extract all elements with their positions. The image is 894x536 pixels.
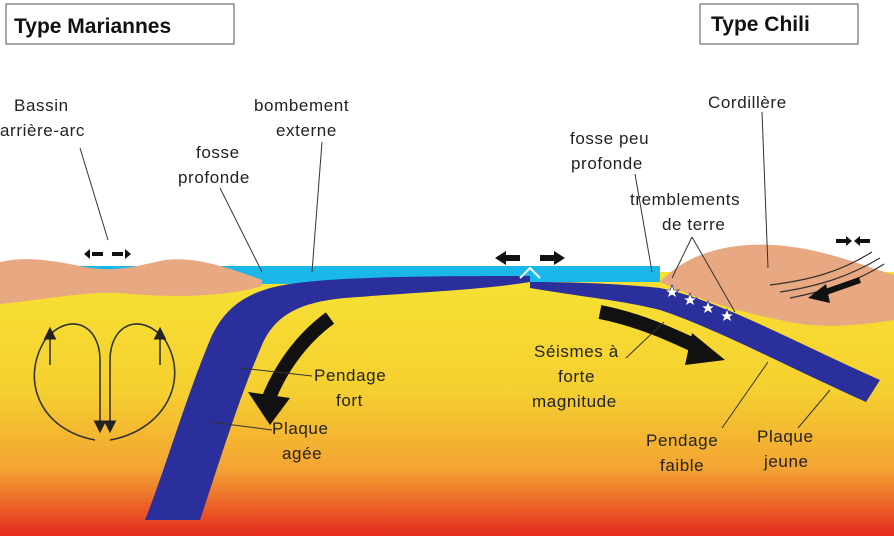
earthquake-stars (663, 283, 736, 323)
label-fosse-prof-1: fosse (196, 143, 240, 162)
label-tremblements-2: de terre (662, 215, 725, 234)
left-crust (0, 259, 262, 304)
arrow-steep-slab (261, 312, 335, 403)
star-icon (681, 291, 699, 307)
star-icon (663, 283, 681, 299)
label-seismes-1: Séismes à (534, 342, 619, 361)
label-pendage-fort-1: Pendage (314, 366, 386, 385)
compression-arrows-right (836, 236, 870, 246)
leader-lines (79, 111, 831, 431)
title-right: Type Chili (711, 13, 810, 36)
label-plaque-agee-1: Plaque (272, 419, 329, 438)
spreading-arrows-ridge (495, 251, 565, 265)
label-plaque-jeune-2: jeune (763, 452, 809, 471)
label-pendage-faible-2: faible (660, 456, 704, 475)
label-seismes-3: magnitude (532, 392, 617, 411)
star-icon (718, 307, 736, 323)
label-bombement-1: bombement (254, 96, 349, 115)
label-fosse-peu-2: profonde (571, 154, 643, 173)
label-pendage-fort-2: fort (336, 391, 363, 410)
label-plaque-agee-2: agée (282, 444, 322, 463)
convection-cells (33, 323, 176, 441)
label-fosse-peu-1: fosse peu (570, 129, 649, 148)
right-crust (660, 244, 894, 326)
arrow-steep-head (248, 392, 290, 425)
label-bassin-1: Bassin (14, 96, 69, 115)
slab-steep (145, 276, 530, 520)
arrow-shallow-head (685, 333, 725, 365)
label-tremblements-1: tremblements (630, 190, 740, 209)
ridge-notch (519, 266, 541, 279)
label-seismes-2: forte (558, 367, 595, 386)
label-pendage-faible-1: Pendage (646, 431, 718, 450)
label-fosse-prof-2: profonde (178, 168, 250, 187)
star-icon (699, 299, 717, 315)
title-box-right (699, 3, 859, 45)
title-box-left (5, 3, 235, 45)
label-cordillere: Cordillère (708, 93, 787, 112)
label-bassin-2: arrière-arc (0, 121, 85, 140)
spreading-arrows-left (84, 249, 131, 259)
title-left: Type Mariannes (14, 15, 171, 38)
arrow-cordillere-head (808, 284, 830, 303)
mantle (0, 272, 894, 536)
label-bombement-2: externe (276, 121, 337, 140)
label-plaque-jeune-1: Plaque (757, 427, 814, 446)
